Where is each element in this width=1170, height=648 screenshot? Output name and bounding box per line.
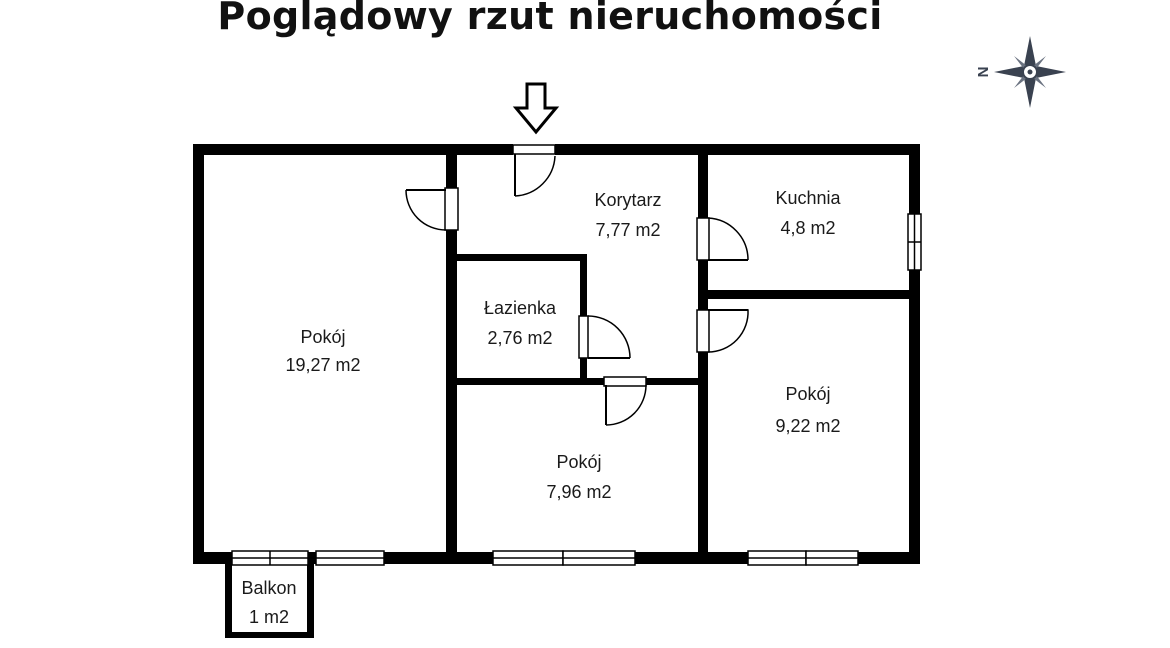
room-area: 1 m2 <box>249 607 289 627</box>
room-name: Pokój <box>300 327 345 347</box>
room-name: Balkon <box>241 578 296 598</box>
room-name: Pokój <box>556 452 601 472</box>
room-name: Łazienka <box>484 298 557 318</box>
windows <box>231 213 922 566</box>
room-area: 7,77 m2 <box>595 220 660 240</box>
compass-rose-icon <box>994 36 1066 108</box>
room-area: 2,76 m2 <box>487 328 552 348</box>
room-area: 4,8 m2 <box>780 218 835 238</box>
page-title: Poglądowy rzut nieruchomości <box>217 0 883 38</box>
room-area: 19,27 m2 <box>285 355 360 375</box>
doors <box>405 143 749 426</box>
room-labels: Pokój 19,27 m2 Korytarz 7,77 m2 Kuchnia … <box>241 188 841 627</box>
room-name: Pokój <box>785 384 830 404</box>
arrow-down-icon <box>512 82 560 135</box>
compass-north-label: N <box>975 67 992 78</box>
room-area: 7,96 m2 <box>546 482 611 502</box>
room-name: Kuchnia <box>775 188 841 208</box>
room-name: Korytarz <box>594 190 661 210</box>
room-area: 9,22 m2 <box>775 416 840 436</box>
